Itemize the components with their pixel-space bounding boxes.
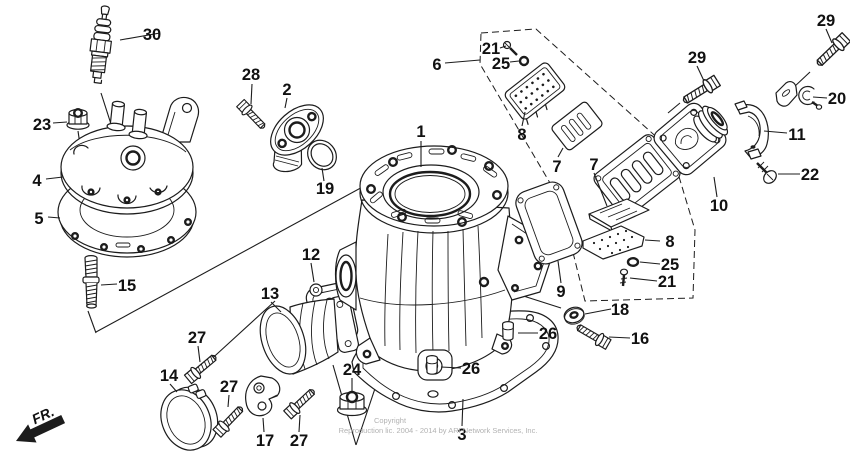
part-20-holder: [775, 81, 823, 110]
callout-7-b: 7: [589, 156, 598, 174]
part-26-stud-b: [426, 355, 438, 375]
part-15-stud: [82, 255, 100, 309]
callout-7-a: 7: [552, 158, 561, 176]
callout-24: 24: [343, 361, 362, 379]
part-21-screw-a: [502, 40, 518, 56]
part-27-bolt-a: [183, 350, 221, 386]
callout-26-a: 26: [539, 325, 557, 343]
part-27-bolt-c: [282, 385, 319, 421]
callout-27-a: 27: [188, 329, 206, 347]
callout-1: 1: [416, 123, 425, 141]
callout-20: 20: [828, 90, 846, 108]
callout-2: 2: [282, 81, 291, 99]
part-8-reed-plate-a: [504, 62, 566, 125]
callout-26-b: 26: [462, 360, 480, 378]
part-25-washer-a: [518, 55, 530, 67]
part-13-intake-tube: [259, 295, 360, 375]
watermark-line-2: Reproduction lic. 2004 - 2014 by ARI Net…: [339, 426, 538, 435]
callout-12: 12: [302, 246, 320, 264]
callout-3: 3: [457, 426, 466, 444]
callout-8-a: 8: [517, 126, 526, 144]
part-23-nut: [66, 107, 90, 130]
front-direction-indicator: FR.: [16, 403, 66, 443]
part-10-intake-manifold: [653, 102, 729, 176]
front-arrow-icon: [16, 414, 66, 443]
callout-4: 4: [32, 172, 42, 190]
part-30-spark-plug: [89, 5, 112, 84]
callout-25-b: 25: [661, 256, 679, 274]
callout-27-c: 27: [290, 432, 308, 450]
part-22-screw: [756, 161, 777, 184]
callout-29-a: 29: [688, 49, 706, 67]
part-reed-valve-body: [593, 134, 681, 218]
callout-16: 16: [631, 330, 649, 348]
part-19-o-ring: [307, 139, 337, 171]
part-9-reed-gasket: [515, 181, 583, 265]
callout-27-b: 27: [220, 378, 238, 396]
part-18-washer: [563, 306, 585, 325]
callout-13: 13: [261, 285, 279, 303]
callout-30: 30: [143, 26, 161, 44]
leader-lines: [45, 28, 833, 433]
part-7-stopper-b: [588, 198, 650, 232]
callout-29-b: 29: [817, 12, 835, 30]
callout-22: 22: [801, 166, 819, 184]
watermark: Copyright Reproduction lic. 2004 - 2014 …: [339, 416, 538, 435]
part-25-washer-b: [626, 257, 640, 268]
callout-labels: 30 23 4 5 15 28 2 19 1 6 21 25 8 7 7 29 …: [32, 12, 846, 450]
callout-23: 23: [33, 116, 51, 134]
part-11-cover: [734, 100, 769, 160]
part-29-bolt-a: [679, 73, 722, 109]
part-24-flange-nut: [336, 390, 368, 417]
part-26-stud-a: [502, 321, 515, 341]
callout-28: 28: [242, 66, 260, 84]
part-21-screw-b: [619, 268, 629, 287]
callout-10: 10: [710, 197, 728, 215]
callout-15: 15: [118, 277, 136, 295]
callout-17: 17: [256, 432, 274, 450]
callout-11: 11: [788, 126, 805, 144]
part-2-exhaust-joint: [270, 104, 324, 173]
part-16-bolt: [573, 320, 613, 351]
callout-8-b: 8: [665, 233, 674, 251]
part-7-stopper-a: [551, 101, 603, 151]
part-4-cylinder-head: [60, 96, 200, 215]
reed-valve-group-boundary: [479, 28, 696, 302]
part-28-bolt: [235, 98, 270, 133]
callout-21-b: 21: [658, 273, 676, 291]
callout-9: 9: [556, 283, 565, 301]
callout-19: 19: [316, 180, 334, 198]
callout-25-a: 25: [492, 55, 510, 73]
callout-6: 6: [432, 56, 441, 74]
callout-5: 5: [34, 210, 43, 228]
part-17-stay: [245, 375, 281, 417]
callout-14: 14: [160, 367, 179, 385]
callout-18: 18: [611, 301, 629, 319]
callout-21-a: 21: [482, 40, 500, 58]
part-14-band: [160, 383, 219, 451]
part-29-bolt-b: [812, 31, 850, 71]
part-8-reed-plate-b: [582, 225, 645, 260]
watermark-line-1: Copyright: [374, 416, 407, 425]
